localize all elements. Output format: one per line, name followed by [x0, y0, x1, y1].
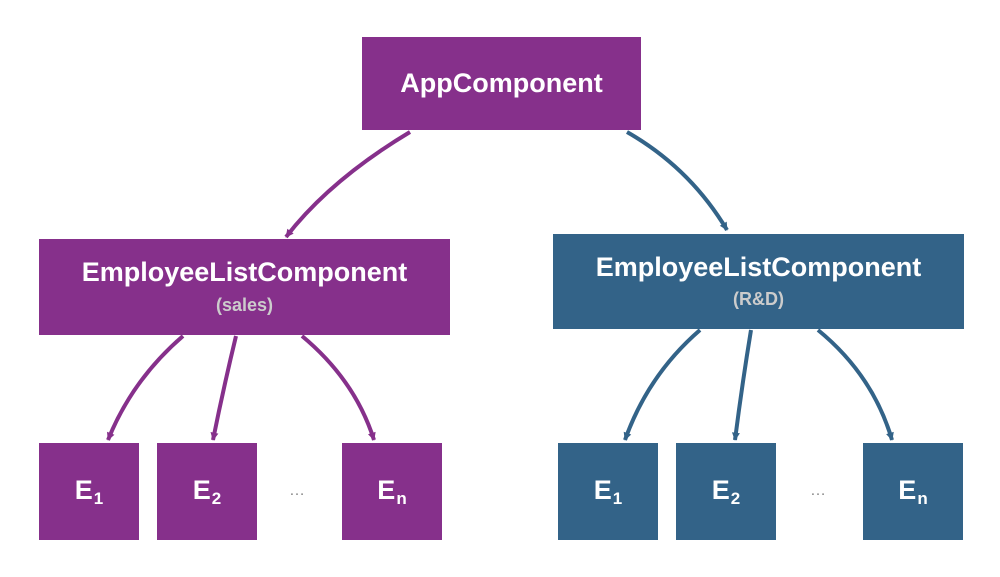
arrow-rnd-to-e1 [623, 328, 702, 441]
employee-list-rnd-node: EmployeeListComponent (R&D) [553, 234, 964, 329]
employee-letter: E [898, 474, 917, 505]
app-component-label: AppComponent [400, 67, 603, 98]
employee-letter: E [711, 474, 730, 505]
arrow-sales-to-e2 [210, 335, 238, 441]
rnd-employee-1-node: E1 [558, 443, 658, 540]
sales-ellipsis: … [289, 482, 305, 499]
employee-list-sales-title: EmployeeListComponent [81, 257, 408, 288]
employee-index: 2 [211, 488, 222, 508]
arrow-sales-to-en [300, 334, 376, 441]
employee-letter: E [593, 474, 612, 505]
employee-letter: E [377, 474, 396, 505]
rnd-ellipsis: … [810, 482, 826, 499]
sales-employee-n-node: En [342, 443, 442, 540]
sales-employee-2-node: E2 [157, 443, 257, 540]
arrow-app-to-sales [284, 130, 412, 239]
employee-list-sales-node: EmployeeListComponent (sales) [39, 239, 450, 335]
rnd-employee-n-node: En [863, 443, 963, 540]
app-component-node: AppComponent [362, 37, 641, 130]
arrow-rnd-to-en [816, 328, 894, 441]
employee-list-rnd-title: EmployeeListComponent [595, 251, 922, 282]
employee-index: 1 [612, 488, 623, 508]
arrow-rnd-to-e2 [731, 329, 753, 441]
rnd-employee-2-node: E2 [676, 443, 776, 540]
employee-list-rnd-subtitle: (R&D) [733, 289, 784, 310]
employee-letter: E [74, 474, 93, 505]
employee-index: 1 [93, 488, 104, 508]
employee-list-sales-subtitle: (sales) [215, 294, 274, 315]
employee-letter: E [192, 474, 211, 505]
sales-employee-1-node: E1 [39, 443, 139, 540]
employee-index: n [917, 488, 928, 508]
employee-index: 2 [730, 488, 741, 508]
arrow-app-to-rnd [626, 130, 729, 232]
employee-index: n [396, 488, 407, 508]
arrow-sales-to-e1 [106, 334, 185, 441]
